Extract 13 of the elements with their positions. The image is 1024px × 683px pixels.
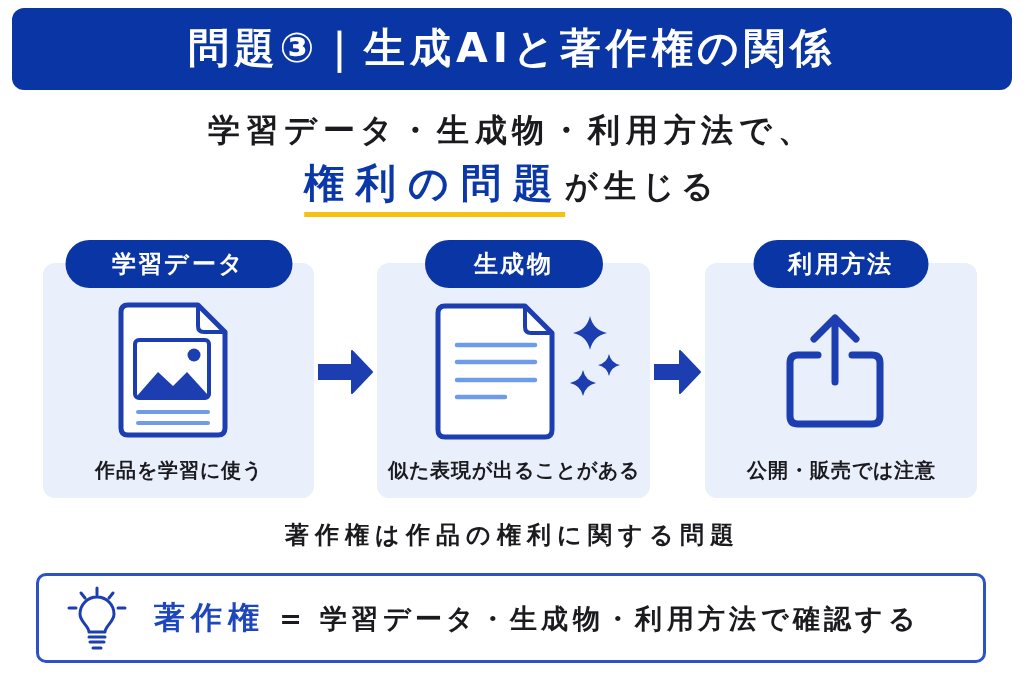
step-description: 似た表現が出ることがある: [387, 457, 640, 484]
title: 問題③｜生成AIと著作権の関係: [187, 24, 837, 74]
step-heading: 学習データ: [65, 240, 292, 288]
arrow: [318, 350, 373, 394]
subtitle: 学習データ・生成物・利用方法で、権利の問題が生じる: [203, 102, 821, 214]
summary-box: [36, 573, 986, 663]
step-description: 作品を学習に使う: [94, 457, 263, 484]
note-text: 著作権は作品の権利に関する問題: [284, 520, 740, 550]
step-description: 公開・販売では注意: [746, 457, 936, 484]
summary-text: 著作権 = 学習データ・生成物・利用方法で確認する: [154, 599, 921, 637]
step-heading: 生成物: [424, 240, 603, 288]
arrow: [654, 350, 701, 394]
step-heading: 利用方法: [753, 240, 929, 288]
